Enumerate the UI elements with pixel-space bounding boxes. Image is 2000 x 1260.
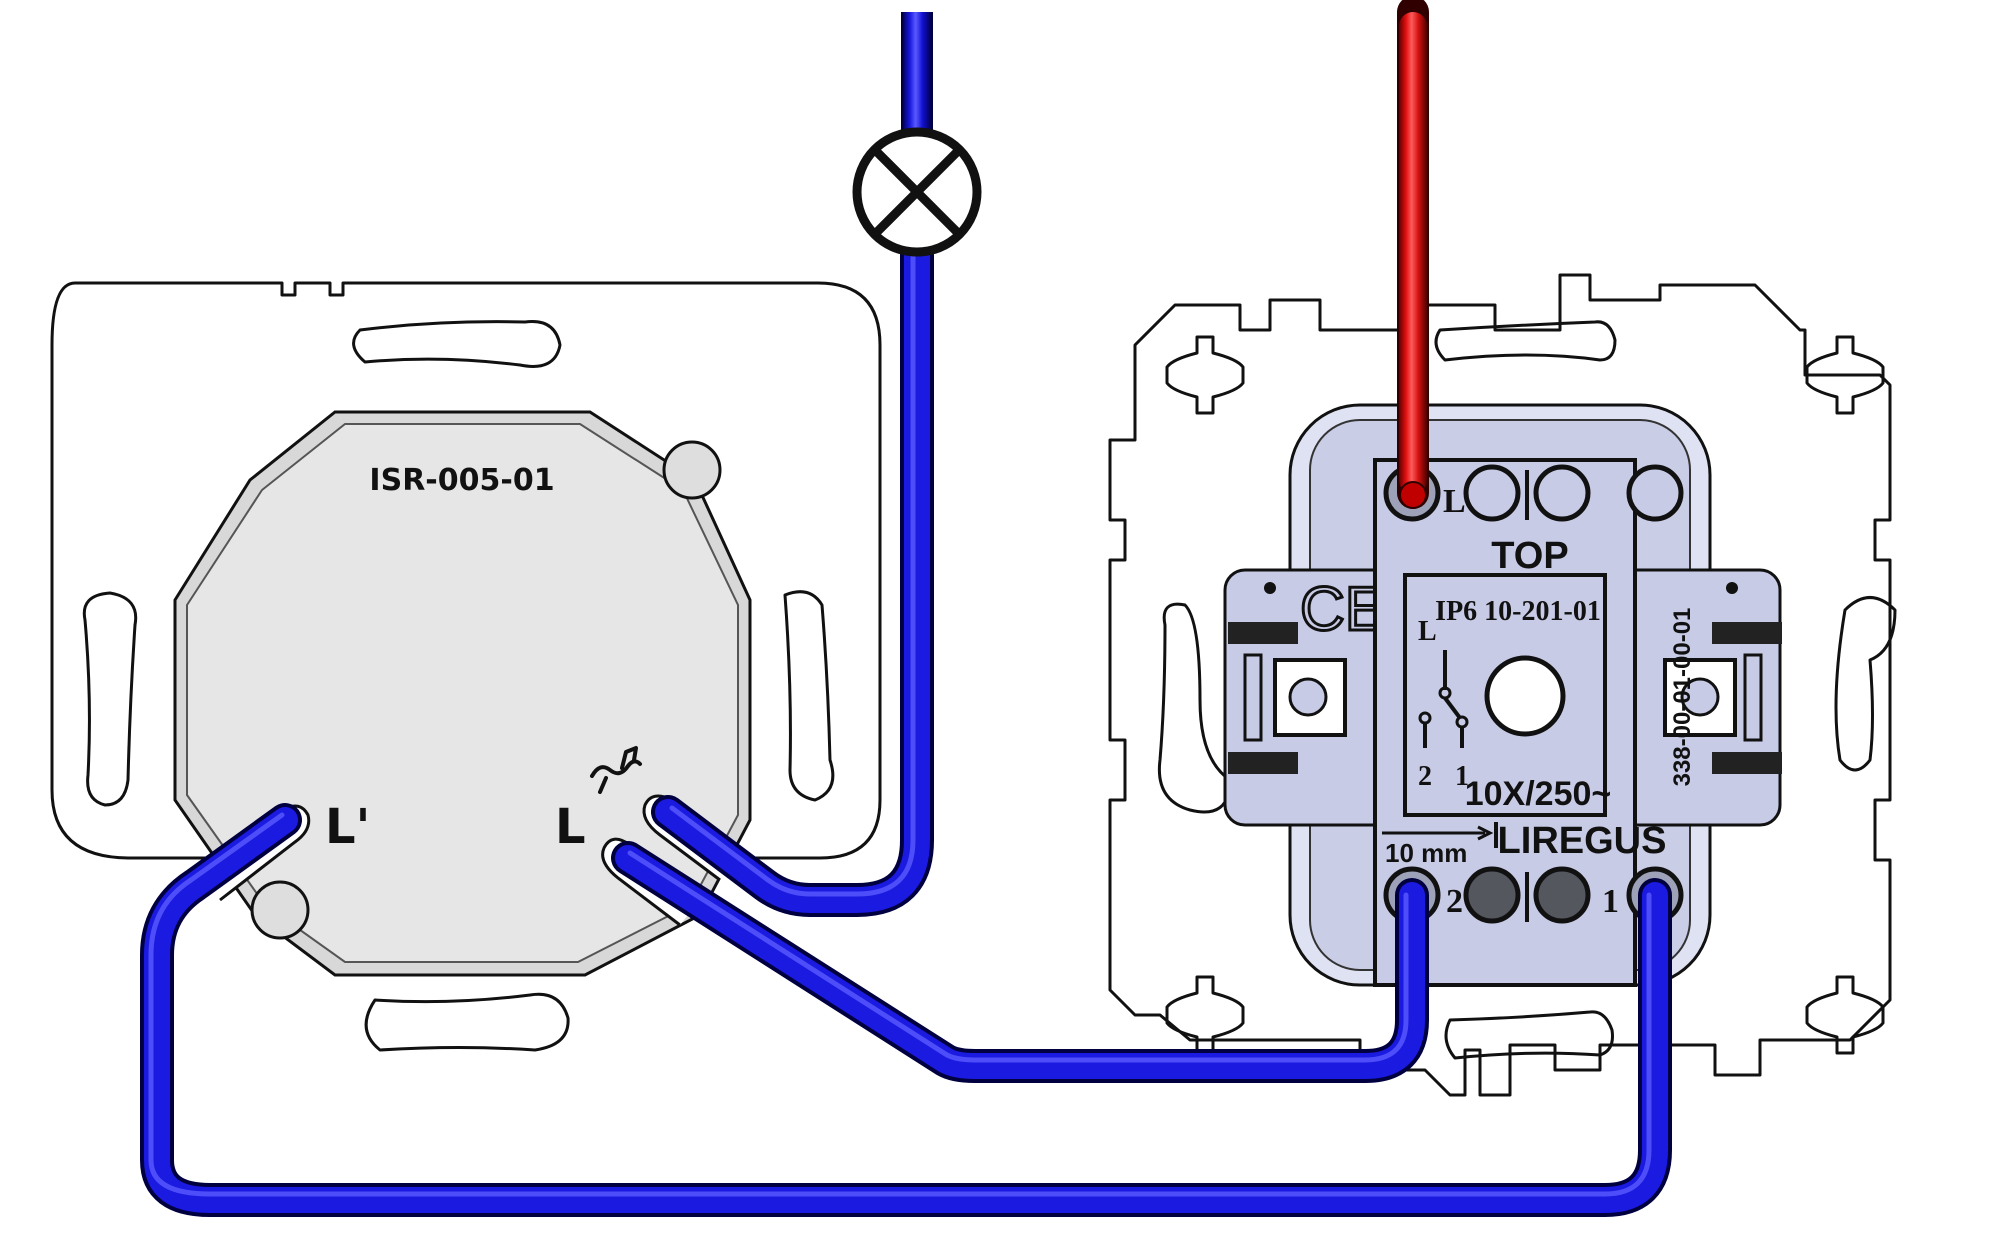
brand-label: LIREGUS	[1498, 820, 1667, 862]
schematic-1-label: 1	[1455, 761, 1469, 792]
cross-screw-hole-bottom-right	[1805, 975, 1885, 1055]
schematic-l-label: L	[1418, 616, 1437, 647]
terminal-top-screw-3	[1533, 464, 1591, 522]
rating-label: 10X/250~	[1465, 775, 1612, 813]
cross-screw-hole-top-left	[1165, 335, 1245, 415]
terminal-bottom-screw-2	[1463, 866, 1521, 924]
schematic-2-label: 2	[1418, 761, 1432, 792]
plate-slot-top	[1434, 320, 1617, 362]
plate-slot-right	[1834, 596, 1897, 772]
wires	[140, 0, 1672, 1217]
plate-slot-bottom	[1444, 1010, 1614, 1060]
module-screw-bottom-left	[250, 880, 310, 940]
terminal-1-label: 1	[1602, 883, 1619, 920]
module-screw-top-right	[662, 440, 722, 500]
terminal-2-label: 2	[1446, 883, 1463, 920]
terminal-L-label: L	[1443, 483, 1466, 520]
switch-model-label: IP6 10-201-01	[1435, 596, 1601, 627]
strip-length-label: 10 mm	[1385, 838, 1467, 868]
plate-slot-left	[1157, 602, 1232, 814]
terminal-l-label: L	[555, 799, 586, 855]
switch-schematic-icon	[1418, 650, 1469, 748]
top-orientation-label: TOP	[1491, 535, 1568, 577]
terminal-l-prime-label: L'	[325, 799, 370, 855]
mounting-slot-left	[82, 591, 138, 807]
clamp-screw-left	[1288, 677, 1328, 717]
switch-mechanism: CE L TOP IP6 10-201-01 L 2 1 10X/250~	[1223, 403, 1782, 987]
wire-phase-red	[1397, 0, 1429, 509]
motion-sensor-icon	[590, 746, 642, 794]
mounting-slot-bottom	[364, 992, 570, 1052]
module-model-label: ISR-005-01	[369, 463, 554, 498]
clamp-screw-right	[1680, 677, 1720, 717]
terminal-top-screw-2	[1463, 464, 1521, 522]
isr-module: ISR-005-01 L' L	[173, 410, 752, 977]
cross-screw-hole-bottom-left	[1165, 975, 1245, 1055]
wire-lamp-to-l	[651, 238, 934, 917]
lamp-icon	[852, 127, 982, 257]
terminal-top-screw-4	[1626, 464, 1684, 522]
terminal-bottom-screw-3	[1533, 866, 1591, 924]
part-number-label: 338-00-01-00-01	[1669, 608, 1696, 787]
wire-lamp-top	[901, 12, 933, 142]
mounting-slot-top	[352, 319, 562, 368]
wire-l-to-terminal-2	[611, 841, 1429, 1083]
ce-mark: CE	[1300, 575, 1386, 644]
indicator-window	[1484, 655, 1566, 737]
wire-l-prime-to-terminal-1	[140, 803, 1672, 1217]
cross-screw-hole-top-right	[1805, 335, 1885, 415]
left-mounting-plate	[50, 281, 882, 1052]
mounting-slot-right	[783, 590, 835, 802]
